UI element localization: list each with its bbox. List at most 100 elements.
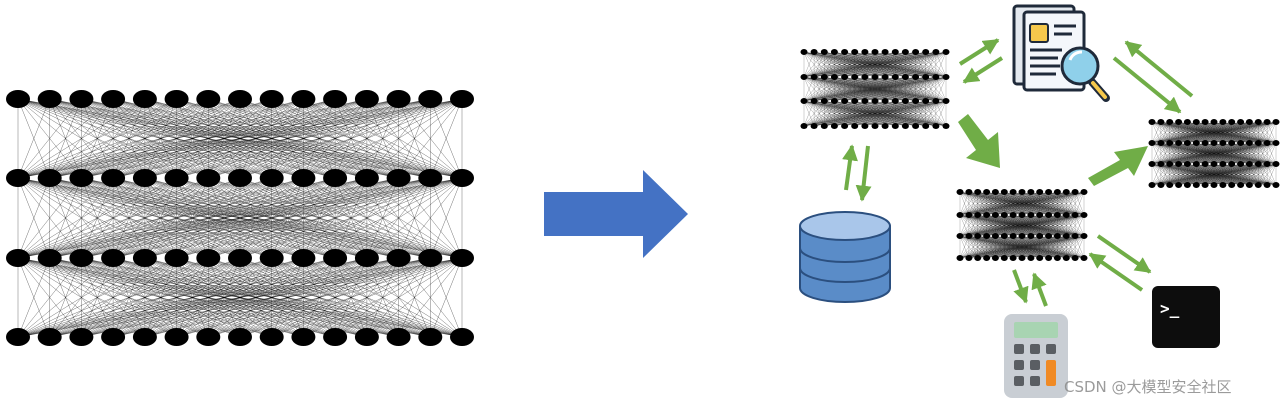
- network-node: [450, 249, 474, 267]
- network-node: [830, 74, 838, 80]
- network-node: [922, 74, 930, 80]
- network-node: [932, 74, 940, 80]
- network-node: [1053, 189, 1061, 195]
- network-node: [861, 74, 869, 80]
- network-node: [1263, 119, 1271, 125]
- network-node: [291, 90, 316, 108]
- network-node: [820, 123, 828, 129]
- network-links: [17, 98, 463, 338]
- network-node: [974, 233, 982, 239]
- network-node: [1237, 119, 1245, 125]
- network-node: [841, 98, 849, 104]
- network-node: [1080, 189, 1088, 195]
- network-node: [37, 90, 62, 108]
- network-node: [1157, 182, 1165, 188]
- network-node: [820, 49, 828, 55]
- network-node: [1192, 140, 1200, 146]
- network-node: [841, 49, 849, 55]
- network-node: [841, 123, 849, 129]
- network-node: [1018, 212, 1026, 218]
- network-node: [891, 49, 899, 55]
- network-node: [291, 328, 316, 346]
- network-node: [1166, 140, 1174, 146]
- network-node: [1053, 233, 1061, 239]
- network-node: [418, 249, 443, 267]
- network-node: [1045, 233, 1053, 239]
- network-node: [800, 123, 808, 129]
- network-node: [354, 328, 379, 346]
- network-node: [101, 90, 126, 108]
- network-node: [1219, 140, 1227, 146]
- network-node: [228, 169, 252, 187]
- big-neural-network: [6, 90, 474, 346]
- network-node: [1183, 119, 1191, 125]
- network-node: [1254, 119, 1262, 125]
- network-node: [1071, 189, 1079, 195]
- network-node: [942, 74, 950, 80]
- network-node: [196, 328, 221, 346]
- network-node: [932, 98, 940, 104]
- network-node: [1245, 161, 1253, 167]
- network-node: [965, 255, 973, 261]
- connector-search-right: [1112, 40, 1194, 114]
- connector-search-left: [958, 38, 1004, 84]
- network-node: [991, 212, 999, 218]
- network-node: [1062, 233, 1070, 239]
- network-node: [386, 90, 411, 108]
- network-node: [1237, 140, 1245, 146]
- network-node: [871, 98, 879, 104]
- network-node: [922, 123, 930, 129]
- network-node: [450, 169, 474, 187]
- network-node: [881, 74, 889, 80]
- network-node: [983, 233, 991, 239]
- network-node: [1053, 212, 1061, 218]
- network-node: [1018, 255, 1026, 261]
- network-node: [991, 255, 999, 261]
- network-node: [800, 74, 808, 80]
- network-node: [6, 249, 30, 267]
- network-node: [912, 123, 920, 129]
- network-node: [901, 123, 909, 129]
- network-node: [259, 169, 284, 187]
- network-node: [965, 233, 973, 239]
- network-node: [69, 328, 94, 346]
- network-node: [851, 123, 859, 129]
- network-node: [323, 90, 348, 108]
- network-node: [871, 74, 879, 80]
- network-node: [1272, 119, 1280, 125]
- network-node: [891, 98, 899, 104]
- network-node: [956, 255, 964, 261]
- transform-arrow: [544, 170, 688, 258]
- network-node: [912, 98, 920, 104]
- network-node: [861, 123, 869, 129]
- network-node: [386, 249, 411, 267]
- network-node: [1045, 189, 1053, 195]
- network-node: [1080, 233, 1088, 239]
- network-node: [164, 249, 189, 267]
- network-node: [991, 233, 999, 239]
- network-node: [386, 169, 411, 187]
- network-node: [1062, 189, 1070, 195]
- network-node: [841, 74, 849, 80]
- network-node: [1219, 182, 1227, 188]
- network-node: [386, 328, 411, 346]
- network-node: [1166, 182, 1174, 188]
- network-node: [1036, 189, 1044, 195]
- network-node: [228, 249, 252, 267]
- network-node: [1263, 140, 1271, 146]
- network-node: [922, 49, 930, 55]
- network-node: [1027, 255, 1035, 261]
- network-node: [1228, 119, 1236, 125]
- network-node: [1201, 140, 1209, 146]
- network-node: [912, 74, 920, 80]
- network-node: [974, 189, 982, 195]
- network-node: [1062, 212, 1070, 218]
- network-node: [132, 90, 157, 108]
- llm-network-center: [956, 189, 1088, 261]
- network-node: [1254, 140, 1262, 146]
- network-node: [891, 74, 899, 80]
- network-node: [901, 49, 909, 55]
- network-node: [101, 169, 126, 187]
- network-node: [1219, 161, 1227, 167]
- network-node: [901, 98, 909, 104]
